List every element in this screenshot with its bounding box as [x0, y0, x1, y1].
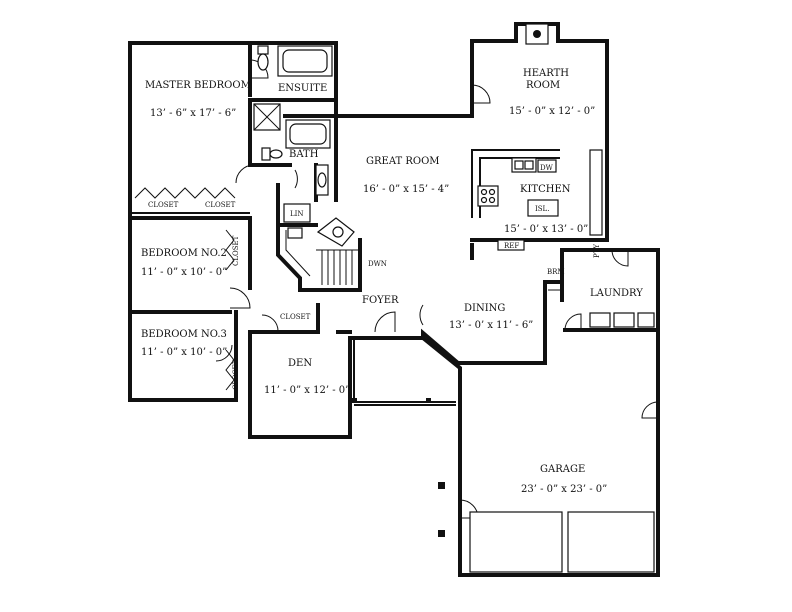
island: [527, 199, 559, 217]
den-size: 11’ - 0” x 12’ - 0”: [264, 385, 350, 396]
dining-label: DINING: [464, 303, 505, 314]
laundry-sink-icon: [637, 312, 655, 328]
refrigerator-label: REF: [504, 242, 519, 250]
tub-basin-icon: [282, 49, 328, 73]
garage-size: 23’ - 0” x 23’ - 0”: [521, 484, 607, 495]
bedroom2-label: BEDROOM NO.2: [141, 248, 227, 259]
closet-label: CLOSET: [232, 235, 240, 266]
great-room-size: 16’ - 0” x 15’ - 4”: [363, 184, 449, 195]
great-room-label: GREAT ROOM: [366, 156, 440, 167]
bedroom3-label: BEDROOM NO.3: [141, 329, 227, 340]
sink-icon: [317, 172, 327, 188]
room-labels: MASTER BEDROOM 13’ - 6” x 17’ - 6” ENSUI…: [141, 68, 643, 495]
interior-walls: [128, 41, 609, 347]
closet-label: CLOSET: [232, 359, 240, 390]
toilet-icon: [257, 53, 269, 71]
den-label: DEN: [288, 358, 312, 369]
garage-doors: [352, 398, 655, 573]
laundry-fixtures: [548, 289, 655, 328]
bath-toilet-tank-icon: [261, 147, 271, 161]
burner-icon: [488, 188, 496, 196]
cooktop-icon: [477, 185, 499, 207]
bath-label: BATH: [289, 149, 319, 160]
dishwasher-label: DW: [540, 164, 554, 172]
post-icon: [438, 482, 445, 489]
hearth-room-label-2: ROOM: [526, 80, 560, 91]
fireplace-grate-icon: [332, 226, 344, 238]
washer-icon: [589, 312, 611, 328]
staircase: [285, 217, 360, 285]
fireplace-flue-icon: [533, 30, 541, 38]
post-icon: [438, 530, 445, 537]
sink-basin-left-icon: [514, 160, 524, 170]
kitchen-size: 15’ - 0’ x 13’ - 0”: [504, 224, 588, 235]
fixture-labels: CLOSET CLOSET CLOSET CLOSET CLOSET LIN D…: [148, 164, 601, 390]
foyer-label: FOYER: [362, 295, 399, 306]
bedroom2-size: 11’ - 0” x 10’ - 0”: [141, 267, 227, 278]
exterior-walls: [128, 22, 660, 577]
bathroom-fixtures: [253, 45, 333, 223]
closet-doors: [134, 187, 236, 391]
burner-icon: [488, 196, 496, 204]
linen-closet: [283, 203, 311, 223]
pantry-cabinet: [589, 149, 603, 236]
ensuite-label: ENSUITE: [278, 83, 327, 94]
post-icon: [352, 398, 357, 403]
dining-size: 13’ - 0’ x 11’ - 6”: [449, 320, 533, 331]
burner-icon: [480, 188, 488, 196]
bathroom-label: BRM: [547, 268, 565, 276]
hearth-room-label-1: HEARTH: [523, 68, 569, 79]
closet-label: CLOSET: [148, 201, 179, 209]
kitchen-fixtures: [471, 23, 603, 251]
garage-door-left: [469, 511, 563, 573]
closet-label: CLOSET: [280, 313, 311, 321]
sink-basin-right-icon: [524, 160, 534, 170]
burner-icon: [480, 196, 488, 204]
garage-door-right: [567, 511, 655, 573]
island-label: ISL.: [535, 205, 549, 213]
hearth-room-size: 15’ - 0” x 12’ - 0”: [509, 106, 595, 117]
refrigerator-icon: [497, 239, 525, 251]
down-label: DWN: [368, 260, 387, 268]
master-bedroom-label: MASTER BEDROOM: [145, 80, 251, 91]
dishwasher-icon: [537, 159, 557, 173]
closet-label: CLOSET: [205, 201, 236, 209]
laundry-label: LAUNDRY: [590, 288, 643, 299]
garage-label: GARAGE: [540, 464, 585, 475]
master-bedroom-size: 13’ - 6” x 17’ - 6”: [150, 108, 236, 119]
kitchen-label: KITCHEN: [520, 184, 571, 195]
bath-toilet-icon: [269, 149, 283, 159]
dryer-icon: [613, 312, 635, 328]
post-icon: [426, 398, 431, 403]
bedroom3-size: 11’ - 0” x 10’ - 0”: [141, 347, 227, 358]
toilet-tank-icon: [257, 45, 269, 55]
bath-tub-basin-icon: [289, 123, 327, 145]
pantry-label: PTY: [593, 244, 601, 258]
linen-label: LIN: [290, 210, 304, 218]
stair-landing: [287, 227, 303, 239]
